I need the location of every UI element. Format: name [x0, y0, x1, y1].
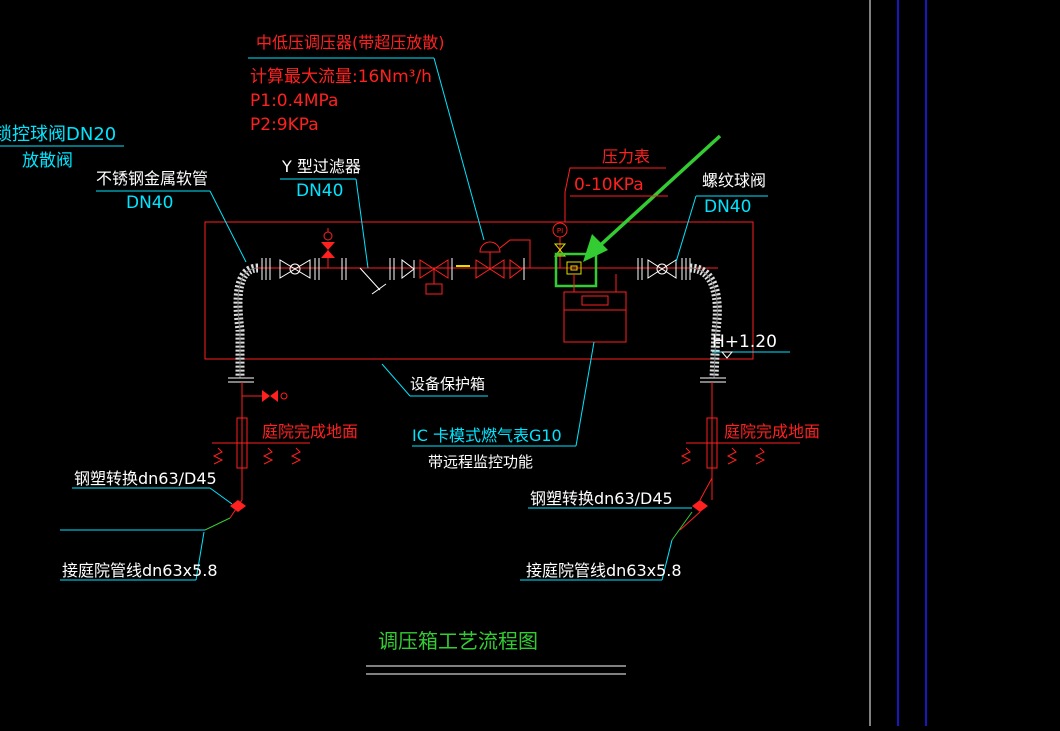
left-ball-valve [279, 258, 320, 280]
ball-valve-size: DN40 [704, 197, 751, 217]
regulator-name: 中低压调压器(带超压放散) [256, 33, 445, 52]
filter-size: DN40 [296, 181, 343, 201]
gauge-symbol: PI [557, 227, 563, 235]
highlight-arrow-head [583, 234, 608, 262]
filter-label: Y 型过滤器 [281, 157, 361, 176]
pipe-left-label: 接庭院管线dn63x5.8 [62, 561, 218, 580]
slam-shut-valve [419, 259, 449, 295]
left-ground-hatch [212, 442, 310, 465]
regulator-p1: P1:0.4MPa [250, 91, 338, 111]
pipe-right-label: 接庭院管线dn63x5.8 [526, 561, 682, 580]
leader-lines [0, 57, 790, 675]
right-hose-core [689, 267, 718, 379]
hose-size: DN40 [126, 193, 173, 213]
left-hose-core [237, 267, 259, 378]
regulator-flow: 计算最大流量:16Nm³/h [250, 67, 432, 87]
right-ground-hatch [680, 442, 800, 465]
ground-left-label: 庭院完成地面 [262, 422, 358, 441]
left-riser [60, 377, 288, 531]
ground-right-label: 庭院完成地面 [724, 422, 820, 441]
meter-label-2: 带远程监控功能 [428, 453, 533, 471]
transition-left-label: 钢塑转换dn63/D45 [74, 469, 217, 488]
coupling-1 [341, 258, 347, 280]
left-flange [261, 258, 271, 280]
regulator-valve-icon [475, 239, 531, 279]
highlight-box [554, 252, 598, 288]
meter-connector-inner [570, 265, 578, 271]
gauge-range: 0-10KPa [574, 175, 644, 195]
box-label: 设备保护箱 [410, 375, 485, 393]
meter-label-1: IC 卡模式燃气表G10 [412, 426, 562, 445]
regulator-p2: P2:9KPa [250, 115, 319, 135]
ball-valve-label: 螺纹球阀 [702, 171, 766, 190]
right-ball-valve [637, 258, 691, 280]
drawing-title: 调压箱工艺流程图 [378, 629, 538, 653]
gauge-label: 压力表 [602, 147, 650, 166]
elevation-marker [720, 351, 734, 359]
gas-meter-icon [563, 274, 627, 343]
protective-box [204, 221, 754, 360]
highlight-arrow-shaft [593, 134, 722, 252]
check-valve [401, 259, 415, 279]
outlet-valve [509, 258, 525, 280]
vent-valve-top [321, 228, 335, 268]
hose-label: 不锈钢金属软管 [96, 169, 208, 188]
transition-right-label: 钢塑转换dn63/D45 [530, 489, 673, 508]
elevation-label: H+1.20 [712, 332, 777, 352]
left-flexible-hose [233, 263, 259, 378]
vent-valve-label-2: 放散阀 [22, 151, 73, 171]
gauge-leader [564, 167, 666, 222]
right-riser [671, 377, 726, 541]
y-filter-icon [359, 258, 395, 295]
vent-valve-label-1: 锁控球阀DN20 [0, 124, 116, 145]
